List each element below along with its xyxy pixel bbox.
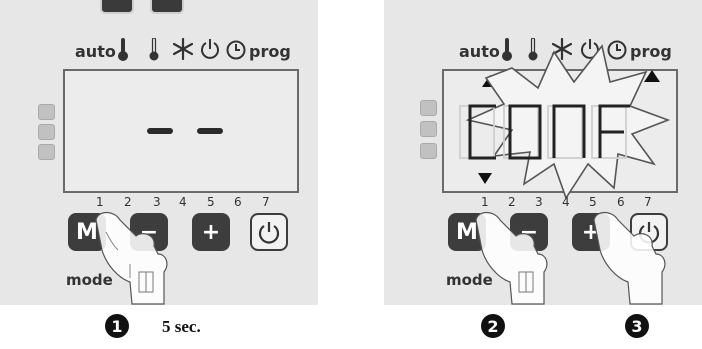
plus-button[interactable]: +: [192, 213, 230, 251]
power-button-icon: [258, 222, 280, 244]
thermostat-panel-step1: auto prog 1 2 3 4 5 6 7 M −: [0, 0, 318, 305]
mode-label: mode: [66, 271, 113, 289]
day-number: 4: [179, 195, 187, 209]
thermostat-panel-step2: auto prog: [384, 0, 702, 305]
thermometer-empty-icon: [149, 38, 159, 61]
step-badge-3: 3: [625, 314, 649, 338]
display-dash: [197, 128, 223, 134]
clock-icon: [226, 40, 246, 60]
power-icon: [581, 39, 599, 59]
day-number: 4: [562, 195, 570, 209]
day-number: 1: [481, 195, 489, 209]
snowflake-icon: [551, 38, 573, 60]
hold-duration-label: 5 sec.: [162, 317, 201, 336]
power-button[interactable]: [250, 213, 288, 251]
mode-indicator-row: auto prog: [0, 30, 318, 61]
hand-press-icon: [95, 211, 168, 305]
hand-press-icon: [593, 211, 666, 305]
day-number: 2: [508, 195, 516, 209]
day-number: 1: [96, 195, 104, 209]
mode-auto-label: auto: [459, 42, 500, 61]
day-number: 6: [617, 195, 625, 209]
day-number: 7: [262, 195, 270, 209]
display-arrow-down: [478, 173, 492, 184]
led: [420, 100, 437, 116]
clock-icon: [607, 40, 627, 60]
hand-press-icon: [475, 211, 548, 305]
conf-segment-text: [459, 104, 630, 160]
thermometer-full-icon: [502, 38, 512, 61]
led: [420, 121, 437, 137]
led: [38, 144, 55, 160]
power-icon: [201, 39, 219, 59]
mode-label: mode: [446, 271, 493, 289]
mode-prog-label: prog: [249, 42, 291, 61]
step-badge-1: 1: [105, 314, 129, 338]
display-arrow-up: [644, 70, 660, 82]
step-badge-2: 2: [481, 314, 505, 338]
lcd-conf-text: CONF: [384, 0, 385, 1]
day-number: 5: [207, 195, 215, 209]
day-number: 3: [535, 195, 543, 209]
day-number: 7: [644, 195, 652, 209]
thermometer-empty-icon: [528, 38, 538, 61]
led: [38, 104, 55, 120]
day-number: 5: [589, 195, 597, 209]
lcd-display: [63, 69, 299, 193]
day-number: 6: [234, 195, 242, 209]
day-number: 3: [153, 195, 161, 209]
top-button: [100, 0, 134, 14]
thermometer-full-icon: [118, 38, 128, 61]
led: [420, 143, 437, 159]
mode-prog-label: prog: [630, 42, 672, 61]
day-number: 2: [124, 195, 132, 209]
display-dash: [147, 128, 173, 134]
mode-auto-label: auto: [75, 42, 116, 61]
mode-indicator-row: auto prog: [384, 30, 702, 61]
top-button: [150, 0, 184, 14]
snowflake-icon: [172, 38, 194, 60]
led: [38, 124, 55, 140]
